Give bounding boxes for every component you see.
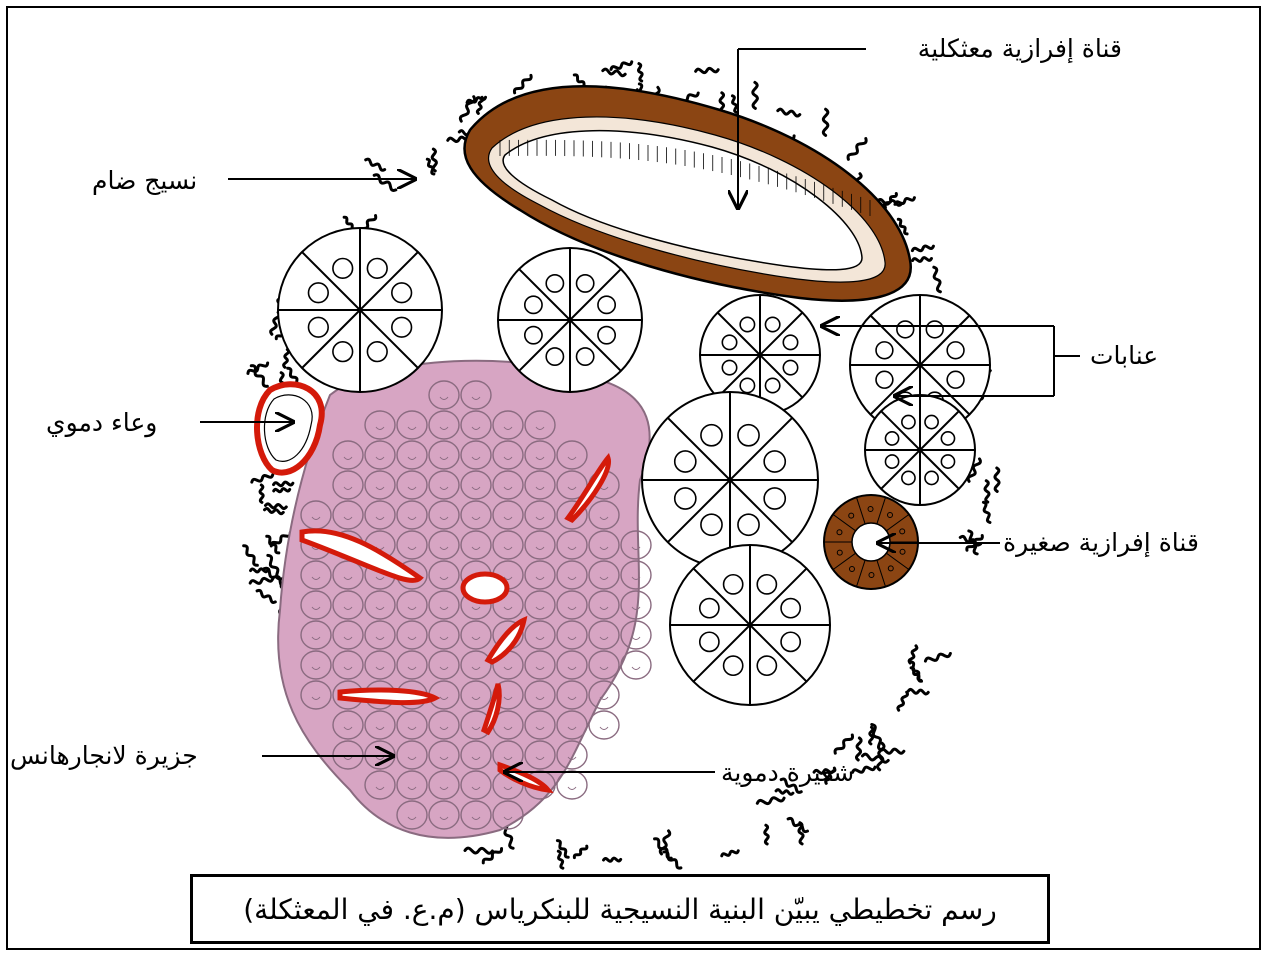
connective-fiber bbox=[753, 82, 758, 108]
connective-fiber bbox=[912, 257, 931, 262]
acinus bbox=[498, 248, 642, 392]
connective-fiber bbox=[251, 473, 273, 484]
connective-fiber bbox=[637, 63, 643, 81]
connective-fiber bbox=[932, 267, 943, 293]
acinus bbox=[278, 228, 442, 392]
connective-fiber bbox=[573, 845, 587, 859]
connective-fiber bbox=[984, 481, 989, 503]
connective-fiber bbox=[880, 749, 904, 753]
connective-fiber bbox=[373, 173, 397, 191]
capillary bbox=[340, 690, 435, 703]
connective-fiber bbox=[242, 545, 259, 567]
connective-fiber bbox=[250, 577, 273, 585]
connective-fiber bbox=[603, 858, 620, 862]
acinus bbox=[865, 395, 975, 505]
islet-of-langerhans bbox=[278, 361, 651, 838]
connective-fiber bbox=[982, 502, 992, 523]
islet-cell bbox=[557, 771, 587, 799]
label-islet: جزيرة لانجارهانس bbox=[10, 743, 198, 768]
connective-fiber bbox=[910, 667, 923, 682]
capillary bbox=[463, 574, 507, 602]
connective-fiber bbox=[365, 158, 386, 171]
connective-fiber bbox=[897, 691, 908, 710]
connective-fiber bbox=[856, 738, 861, 760]
connective-fiber bbox=[862, 754, 889, 763]
connective-fiber bbox=[721, 849, 738, 857]
label-small-duct: قناة إفرازية صغيرة bbox=[1003, 530, 1199, 555]
connective-fiber bbox=[465, 848, 492, 853]
label-connective-tissue: نسيج ضام bbox=[92, 168, 197, 193]
connective-fiber bbox=[731, 95, 738, 112]
connective-fiber bbox=[995, 468, 999, 492]
connective-fiber bbox=[274, 488, 290, 492]
connective-fiber bbox=[603, 69, 626, 76]
islet-cell bbox=[621, 651, 651, 679]
connective-fiber bbox=[869, 727, 872, 744]
label-blood-vessel: وعاء دموي bbox=[46, 410, 157, 435]
connective-fiber bbox=[834, 733, 854, 754]
connective-fiber bbox=[776, 789, 793, 794]
connective-fiber bbox=[696, 68, 719, 73]
connective-fiber bbox=[260, 485, 264, 502]
connective-fiber bbox=[777, 109, 800, 117]
connective-fiber bbox=[925, 651, 951, 663]
connective-fiber bbox=[908, 689, 928, 694]
connective-fiber bbox=[265, 535, 280, 554]
connective-fiber bbox=[557, 851, 564, 869]
figure-caption: رسم تخطيطي يبيّن البنية النسيجية للبنكري… bbox=[243, 893, 997, 926]
acinus bbox=[642, 392, 818, 568]
connective-fiber bbox=[764, 825, 769, 844]
connective-fiber bbox=[256, 589, 276, 603]
connective-fiber bbox=[852, 765, 875, 774]
label-acini: عنابات bbox=[1090, 343, 1158, 368]
islet-cell bbox=[589, 711, 619, 739]
connective-fiber bbox=[757, 796, 785, 806]
connective-fiber bbox=[847, 137, 868, 161]
connective-fiber bbox=[610, 60, 632, 71]
connective-fiber bbox=[662, 850, 682, 869]
acinus bbox=[670, 545, 830, 705]
connective-fiber bbox=[247, 361, 269, 375]
connective-fiber bbox=[273, 482, 293, 487]
caption-box: رسم تخطيطي يبيّن البنية النسيجية للبنكري… bbox=[190, 874, 1050, 944]
connective-fiber bbox=[283, 349, 289, 367]
label-capillary: شعيرة دموية bbox=[721, 760, 854, 785]
label-large-duct: قناة إفرازية معثكلية bbox=[918, 36, 1122, 61]
connective-fiber bbox=[823, 109, 828, 135]
connective-fiber bbox=[912, 244, 934, 252]
connective-fiber bbox=[513, 74, 532, 94]
